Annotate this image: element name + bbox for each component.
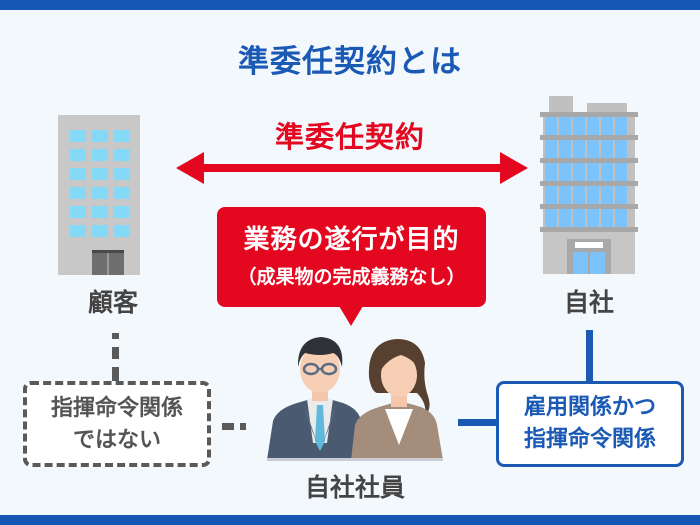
bubble-line1: 業務の遂行が目的 <box>243 225 460 255</box>
bubble-line2: （成果物の完成義務なし） <box>237 266 466 288</box>
purpose-bubble: 業務の遂行が目的 （成果物の完成義務なし） <box>217 207 486 307</box>
employment-command-relation-box: 雇用関係かつ 指揮命令関係 <box>496 381 684 467</box>
solid-connector-vertical <box>586 330 593 382</box>
contract-label: 準委任契約 <box>274 120 425 154</box>
employment-line2: 指揮命令関係 <box>523 427 656 452</box>
no-command-relation-box: 指揮命令関係 ではない <box>23 381 211 467</box>
employment-line1: 雇用関係かつ <box>523 395 656 420</box>
no-command-line1: 指揮命令関係 <box>50 396 183 421</box>
company-label: 自社 <box>563 288 614 317</box>
dashed-connector-horizontal <box>222 423 234 430</box>
client-label: 顧客 <box>87 288 138 317</box>
page-title: 準委任契約とは <box>238 44 462 80</box>
solid-connector-horizontal <box>458 419 498 426</box>
client-building-icon <box>58 115 140 275</box>
dashed-connector-vertical <box>112 367 119 381</box>
dashed-connector-horizontal <box>240 423 246 430</box>
no-command-line2: ではない <box>72 428 161 453</box>
people-baseline <box>267 458 443 461</box>
double-arrow-icon <box>176 152 528 184</box>
employees-label: 自社社員 <box>304 473 405 502</box>
top-border-bar <box>0 0 700 10</box>
company-building-icon <box>540 96 638 274</box>
business-people-icon <box>267 333 443 460</box>
bottom-border-bar <box>0 515 700 525</box>
dashed-connector-vertical <box>112 347 119 359</box>
dashed-connector-vertical <box>112 333 119 339</box>
bubble-tail <box>339 306 363 326</box>
